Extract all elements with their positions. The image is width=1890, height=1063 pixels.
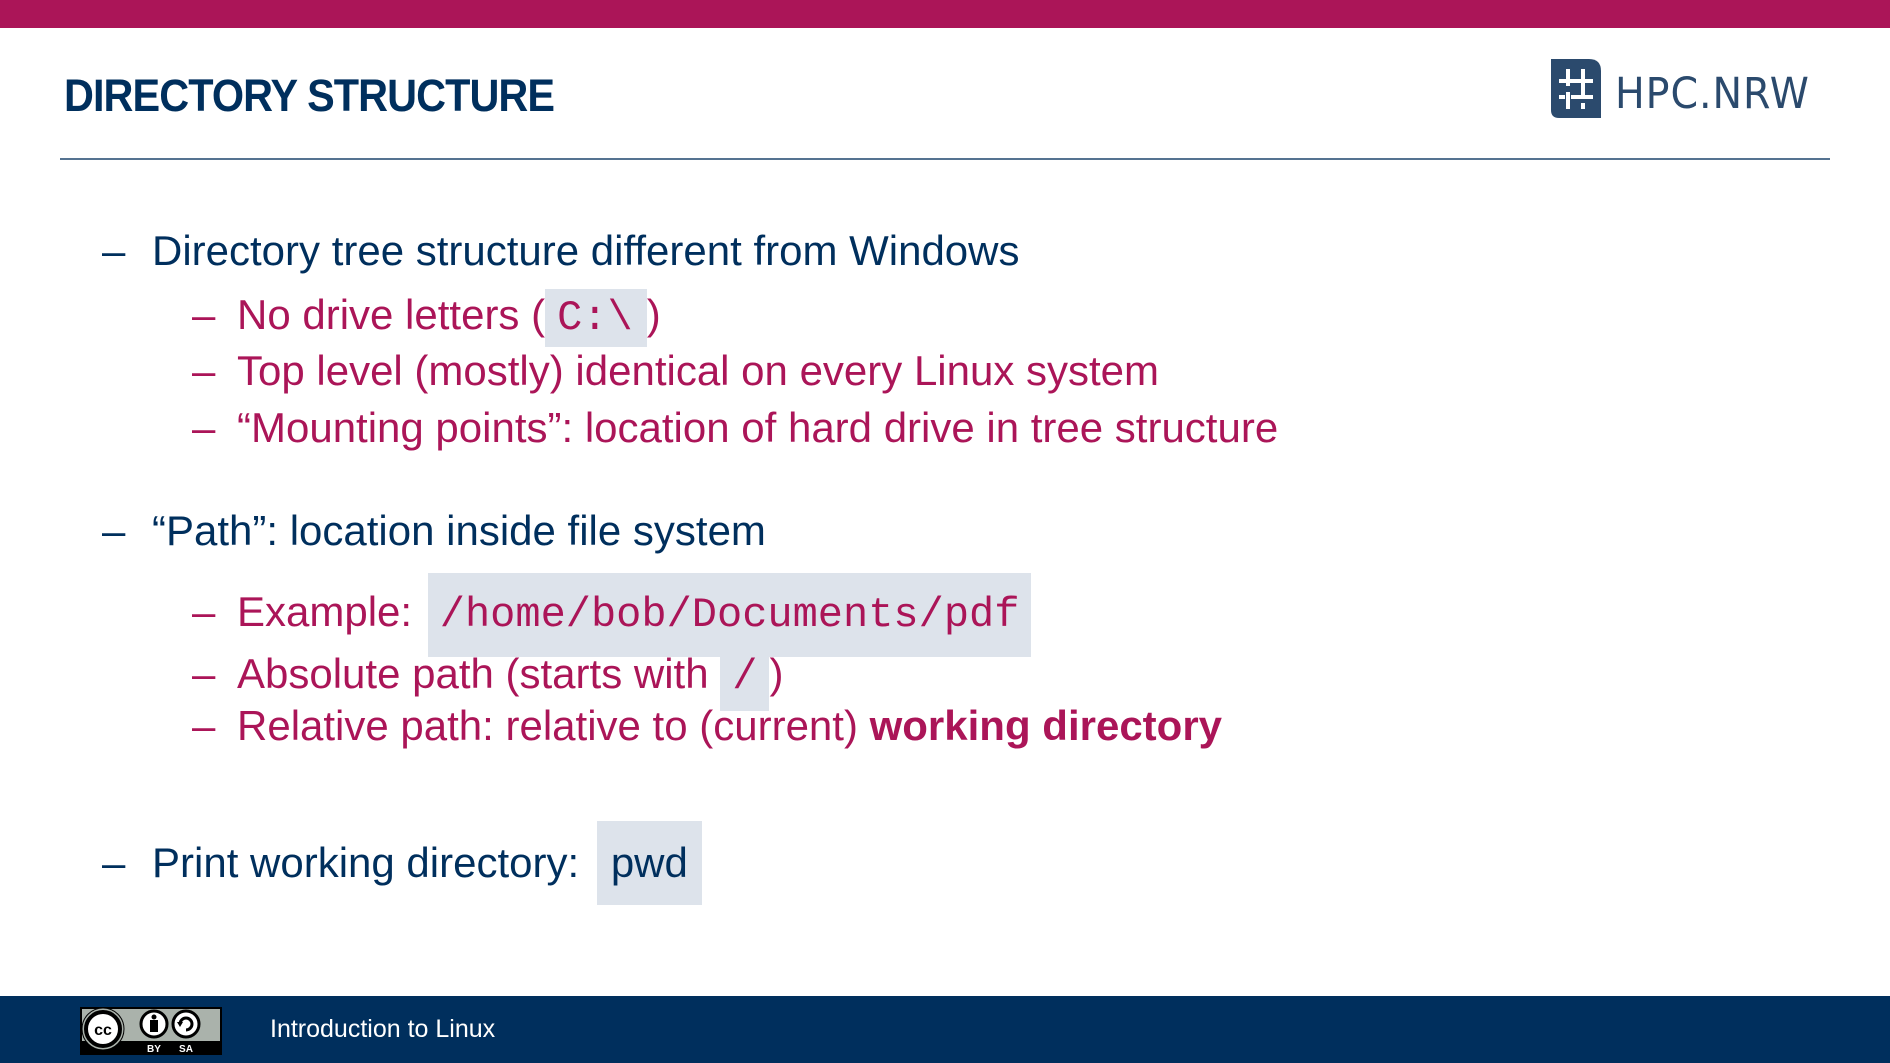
bullet-text: Example: [237,588,424,635]
bullet-text: “Mounting points”: location of hard driv… [237,404,1279,451]
bullet-dash: – [192,347,216,394]
bullet-text: Absolute path (starts with [237,650,721,697]
bullet-path: –“Path”: location inside file system [102,506,766,556]
bullet-dash: – [192,291,216,338]
subbullet-top-level: –Top level (mostly) identical on every L… [192,346,1159,396]
bullet-directory-tree: –Directory tree structure different from… [102,226,1020,276]
sa-label: SA [179,1044,193,1055]
code-root-slash: / [720,643,770,711]
bullet-text: Relative path: relative to (current) [237,702,870,749]
footer-bar [0,996,1890,1063]
brand-name: HPC.NRW [1615,69,1810,119]
bullet-dash: – [102,839,126,886]
bullet-dash: – [192,404,216,451]
bullet-dash: – [192,588,216,635]
subbullet-mounting-points: –“Mounting points”: location of hard dri… [192,403,1278,453]
cc-label: cc [94,1022,112,1039]
hpc-nrw-hash-icon [1551,58,1601,118]
hpc-nrw-logo: HPC.NRW [1551,58,1827,119]
bullet-text-after: ) [646,291,661,338]
bullet-text: Print working directory: [152,839,591,886]
bullet-text: “Path”: location inside file system [152,507,766,554]
slide-title: DIRECTORY STRUCTURE [64,70,555,121]
bold-working-directory: working directory [869,702,1223,749]
code-drive-letter: C:\ [545,289,647,347]
bullet-text-after: ) [769,650,784,697]
bullet-print-working-directory: –Print working directory: pwd [102,821,702,905]
bullet-dash: – [102,227,126,274]
subbullet-relative-path: –Relative path: relative to (current) wo… [192,701,1222,751]
cc-by-sa-icon: cc BY SA [80,1007,222,1055]
course-title: Introduction to Linux [270,1015,496,1043]
bullet-text: No drive letters ( [237,291,546,338]
code-pwd: pwd [596,821,702,905]
by-label: BY [147,1044,161,1055]
bullet-dash: – [192,702,216,749]
subbullet-absolute-path: –Absolute path (starts with /) [192,643,783,711]
bullet-text: Directory tree structure different from … [152,227,1020,274]
bullet-text: Top level (mostly) identical on every Li… [237,347,1160,394]
top-accent-bar [0,0,1890,28]
subbullet-no-drive-letters: –No drive letters (C:\) [192,289,661,347]
header-divider [60,158,1830,160]
bullet-dash: – [102,507,126,554]
bullet-dash: – [192,650,216,697]
